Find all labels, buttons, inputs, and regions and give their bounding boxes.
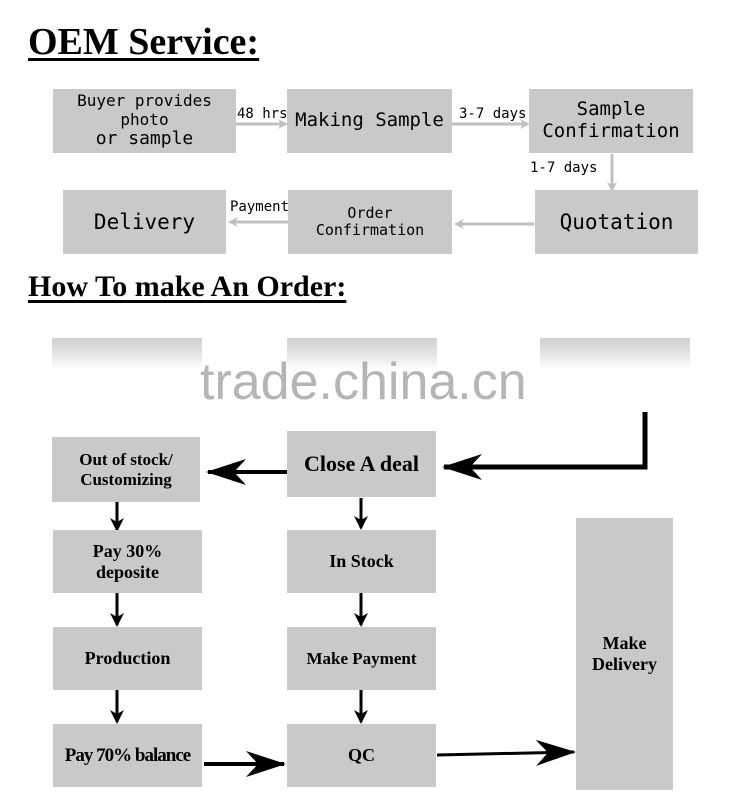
make-delivery-box: Make Delivery	[576, 518, 673, 790]
making-sample-box: Making Sample	[287, 89, 452, 153]
qc-label: QC	[348, 745, 375, 766]
label-48-hrs: 48 hrs	[237, 106, 288, 122]
buyer-line-1: Buyer provides photo	[77, 91, 212, 129]
sample-confirmation-box: Sample Confirmation	[529, 89, 693, 153]
delivery-label: Delivery	[93, 209, 196, 234]
make-delivery-line-2: Delivery	[592, 654, 657, 674]
how-to-order-heading: How To make An Order:	[28, 270, 347, 303]
buyer-line-2: or sample	[95, 128, 194, 150]
make-payment-box: Make Payment	[287, 627, 436, 690]
out-of-stock-line-2: Customizing	[80, 469, 172, 489]
pay-30-line-2: deposite	[96, 561, 159, 582]
production-label: Production	[84, 648, 171, 669]
close-deal-label: Close A deal	[304, 451, 419, 477]
label-3-7-days: 3-7 days	[459, 106, 527, 122]
production-box: Production	[53, 627, 202, 690]
out-of-stock-box: Out of stock/ Customizing	[52, 437, 200, 502]
label-payment: Payment	[230, 199, 290, 215]
pay-30-line-1: Pay 30%	[92, 540, 163, 561]
quotation-label: Quotation	[559, 209, 674, 234]
faded-box-right	[540, 338, 690, 370]
pay-70-label: Pay 70% balance	[64, 744, 191, 766]
buyer-provides-box: Buyer provides photo or sample	[53, 89, 236, 153]
watermark: trade.china.cn	[200, 353, 527, 411]
arrow-qc-to-make-delivery	[436, 739, 576, 766]
in-stock-box: In Stock	[287, 530, 436, 593]
oem-service-heading: OEM Service:	[28, 21, 260, 63]
out-of-stock-line-1: Out of stock/	[79, 449, 173, 469]
sample-line-1: Sample	[576, 98, 646, 121]
label-1-7-days: 1-7 days	[530, 160, 598, 176]
faded-box-middle	[287, 338, 437, 370]
pay-70-box: Pay 70% balance	[53, 724, 202, 787]
sample-line-2: Confirmation	[542, 120, 680, 142]
faded-box-left	[52, 338, 202, 370]
pay-30-box: Pay 30% deposite	[53, 530, 202, 593]
making-sample-label: Making Sample	[295, 109, 444, 132]
make-delivery-line-1: Make	[602, 633, 647, 654]
close-deal-box: Close A deal	[287, 431, 436, 497]
order-confirmation-box: Order Confirmation	[288, 190, 452, 254]
delivery-box: Delivery	[63, 190, 226, 254]
make-payment-label: Make Payment	[306, 648, 417, 668]
order-confirmation-label: Order Confirmation	[315, 203, 425, 239]
quotation-box: Quotation	[535, 190, 698, 254]
arrow-top-to-close-deal	[442, 412, 648, 480]
qc-box: QC	[287, 724, 436, 787]
in-stock-label: In Stock	[329, 551, 394, 572]
